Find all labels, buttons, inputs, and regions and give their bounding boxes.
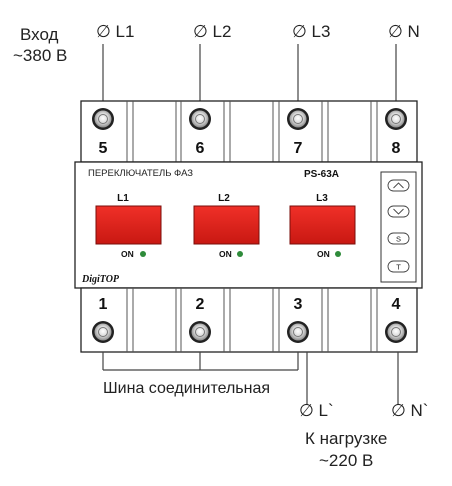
s-button-label: S — [396, 235, 401, 244]
down-button[interactable] — [387, 205, 410, 218]
bottom-number-2: 2 — [196, 296, 205, 313]
output-terminal-n: ∅ N` — [391, 401, 428, 420]
output-terminal-l: ∅ L` — [299, 401, 334, 420]
on-label-l3: ON — [317, 249, 330, 259]
top-terminal-block — [80, 100, 418, 163]
bottom-number-4: 4 — [392, 296, 401, 313]
bus-label: Шина соединительная — [103, 380, 270, 397]
input-wires — [102, 44, 397, 101]
bottom-number-1: 1 — [99, 296, 108, 313]
input-terminal-l1: ∅ L1 — [96, 22, 134, 41]
brand-logo: DigiTOP — [81, 274, 120, 285]
top-screws — [92, 108, 407, 130]
input-title: Вход — [20, 25, 59, 44]
phase-label-l3: L3 — [316, 193, 328, 204]
input-terminal-l3: ∅ L3 — [292, 22, 330, 41]
t-button-label: T — [396, 263, 401, 272]
input-voltage: ~380 В — [13, 46, 67, 65]
screw-icon — [189, 108, 211, 130]
led-l2 — [237, 251, 243, 257]
screw-icon — [385, 108, 407, 130]
top-number-6: 6 — [196, 140, 205, 157]
screw-icon — [92, 321, 114, 343]
output-wires — [102, 352, 399, 405]
display-l1 — [95, 205, 162, 245]
device-name: ПЕРЕКЛЮЧАТЕЛЬ ФАЗ — [88, 168, 193, 179]
up-button[interactable] — [387, 179, 410, 192]
input-terminal-n: ∅ N — [388, 22, 420, 41]
screw-icon — [189, 321, 211, 343]
display-l3 — [289, 205, 356, 245]
load-title: К нагрузке — [305, 429, 387, 448]
led-l3 — [335, 251, 341, 257]
t-button[interactable]: T — [387, 260, 410, 273]
display-l2 — [193, 205, 260, 245]
s-button[interactable]: S — [387, 232, 410, 245]
load-voltage: ~220 В — [319, 451, 373, 470]
top-number-8: 8 — [392, 140, 401, 157]
chevron-down-icon — [393, 208, 404, 215]
screw-icon — [287, 321, 309, 343]
chevron-up-icon — [393, 182, 404, 189]
device-model: PS-63A — [304, 169, 339, 180]
bottom-screws — [92, 321, 407, 343]
top-number-5: 5 — [99, 140, 108, 157]
bottom-number-3: 3 — [294, 296, 303, 313]
top-number-7: 7 — [294, 140, 303, 157]
phase-label-l2: L2 — [218, 193, 230, 204]
front-panel: ПЕРЕКЛЮЧАТЕЛЬ ФАЗ PS-63A L1 L2 L3 ON ON … — [74, 161, 423, 289]
phase-label-l1: L1 — [117, 193, 129, 204]
screw-icon — [287, 108, 309, 130]
bottom-terminal-block — [80, 287, 418, 353]
screw-icon — [385, 321, 407, 343]
screw-icon — [92, 108, 114, 130]
on-label-l2: ON — [219, 249, 232, 259]
led-l1 — [140, 251, 146, 257]
on-label-l1: ON — [121, 249, 134, 259]
input-terminal-l2: ∅ L2 — [193, 22, 231, 41]
